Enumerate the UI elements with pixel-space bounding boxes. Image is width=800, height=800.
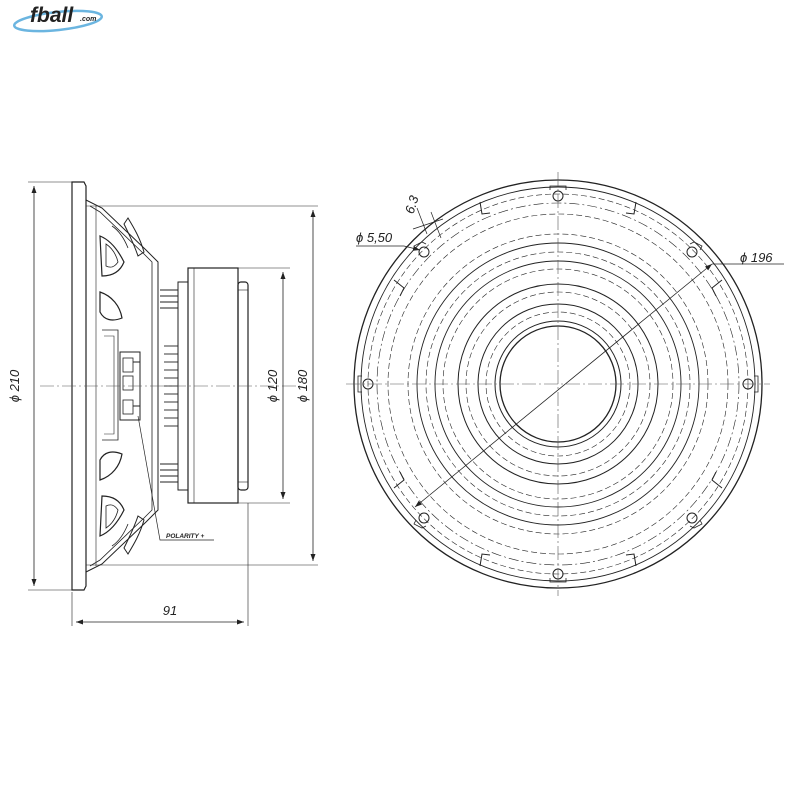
dim-label-depth: 91 — [163, 603, 177, 618]
hole-leader — [403, 245, 421, 251]
rim-notches — [393, 201, 723, 567]
brand-logo: fball .com — [12, 4, 104, 33]
dim-line-196 — [414, 263, 713, 508]
dim-label-outer: ϕ 210 — [7, 369, 22, 402]
side-view — [28, 181, 318, 626]
mount-hole-top-left — [413, 241, 430, 258]
dim-label-magnet: ϕ 120 — [265, 369, 280, 402]
mount-hole-top-right — [686, 241, 703, 258]
mount-diameter-label: ϕ 196 — [740, 250, 773, 265]
polarity-leader — [137, 415, 214, 541]
polarity-label: POLARITY + — [166, 533, 205, 540]
vent-fins — [160, 289, 178, 483]
logo-text: fball — [30, 4, 74, 27]
hole-diameter-label: ϕ 5,50 — [356, 230, 393, 245]
front-view — [346, 172, 784, 596]
mount-hole-bottom-left — [413, 512, 430, 529]
mount-hole-bottom-right — [686, 512, 703, 529]
magnet-assembly — [177, 267, 249, 504]
hole-offset-label: 6.3 — [402, 193, 422, 216]
dim-label-mount: ϕ 180 — [295, 369, 310, 402]
logo-suffix: .com — [80, 16, 96, 23]
